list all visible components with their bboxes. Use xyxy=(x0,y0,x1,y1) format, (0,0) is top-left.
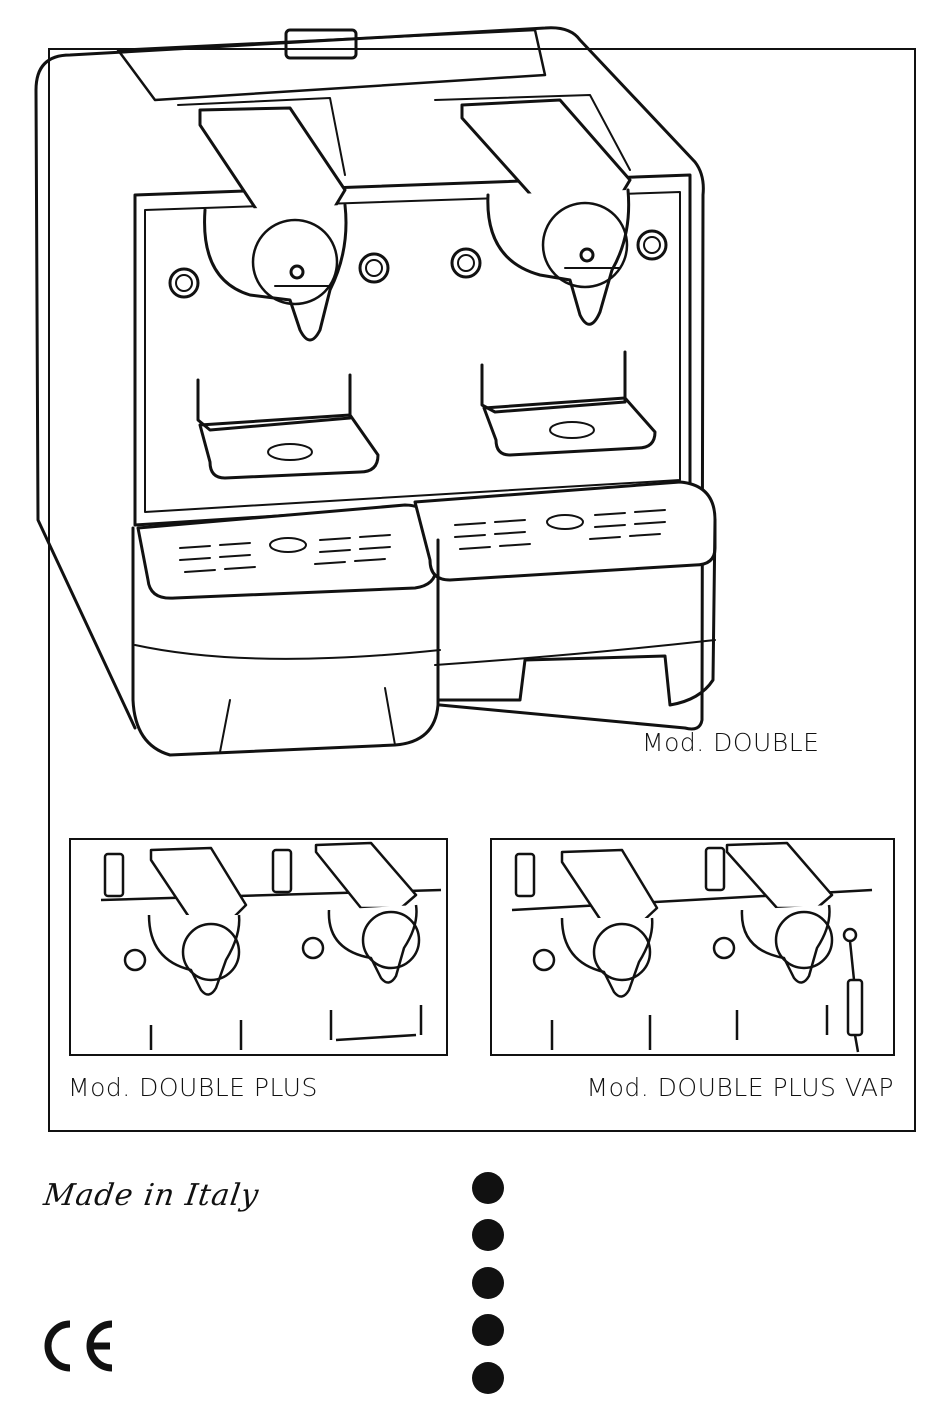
made-in-italy-text: Made in Italy xyxy=(42,1178,262,1213)
model-label-double-plus: Mod. DOUBLE PLUS xyxy=(68,1073,318,1102)
model-label-double: Mod. DOUBLE xyxy=(642,728,819,757)
language-bullet-4 xyxy=(472,1314,504,1346)
language-bullet-5 xyxy=(472,1362,504,1394)
inset-double-plus xyxy=(69,838,448,1056)
double-plus-detail-illustration xyxy=(71,840,448,1056)
language-bullet-3 xyxy=(472,1267,504,1299)
inset-double-plus-vap xyxy=(490,838,895,1056)
language-bullet-1 xyxy=(472,1172,504,1204)
language-bullet-2 xyxy=(472,1219,504,1251)
double-plus-vap-detail-illustration xyxy=(492,840,895,1056)
model-label-double-plus-vap: Mod. DOUBLE PLUS VAP xyxy=(587,1073,894,1102)
ce-mark-logo xyxy=(36,1316,116,1381)
